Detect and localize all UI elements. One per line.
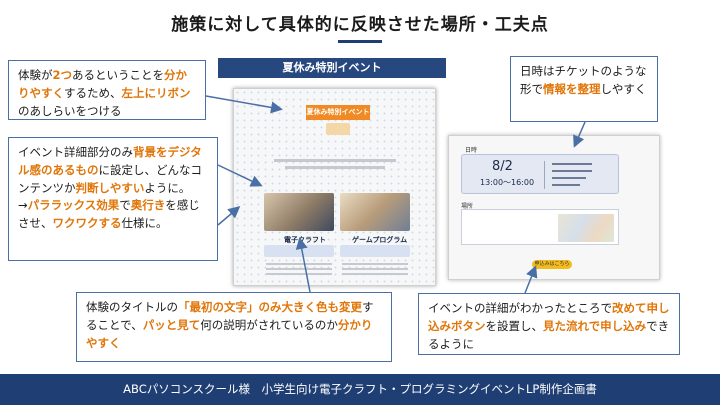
callout-highlight: パララックス効果 bbox=[27, 198, 120, 213]
slide-footer: ABCパソコンスクール様 小学生向け電子クラフト・プログラミングイベントLP制作… bbox=[0, 374, 720, 405]
photo-game-programming bbox=[340, 193, 410, 231]
callout-highlight: 背景をデジタル感のあるもの bbox=[18, 145, 202, 177]
desc-box bbox=[340, 245, 410, 257]
ticket-info-line bbox=[552, 177, 586, 179]
callout-text: 日時はチケットのような形で bbox=[520, 64, 647, 96]
callout-text: 体験が bbox=[18, 68, 53, 82]
text-line bbox=[342, 268, 408, 270]
callout-ribbon: 体験が2つあるということを分かりやすくするため、左上にリボンのあしらいをつける bbox=[8, 60, 206, 120]
ticket-time: 13:00〜16:00 bbox=[480, 178, 535, 187]
place-label: 場所 bbox=[461, 203, 474, 210]
callout-ticket: 日時はチケットのような形で情報を整理しやすく bbox=[510, 56, 658, 122]
callout-highlight: 2つ bbox=[52, 68, 73, 82]
callout-highlight: 左上にリボン bbox=[121, 85, 191, 100]
callout-text: に設定し、どんなコンテンツか bbox=[18, 162, 202, 195]
callout-text: あるということを bbox=[72, 68, 165, 82]
callout-text: ように。 bbox=[144, 180, 191, 195]
text-line bbox=[342, 273, 408, 275]
callout-text: 何の説明がされているのか bbox=[200, 317, 338, 332]
text-line bbox=[266, 263, 332, 265]
callout-text: することで、 bbox=[86, 300, 374, 332]
callout-highlight: 分かりやすく bbox=[86, 317, 373, 350]
caption-electronic-craft: 電子クラフト bbox=[284, 236, 326, 244]
mini-text-line bbox=[285, 166, 385, 169]
event-ribbon: 夏休み特別イベント bbox=[306, 105, 370, 120]
callout-text: イベントの詳細がわかったところで bbox=[428, 301, 612, 315]
callout-apply: イベントの詳細がわかったところで改めて申し込みボタンを設置し、見た流れで申し込み… bbox=[418, 293, 680, 355]
apply-button[interactable]: 申込みはこちら bbox=[532, 260, 572, 269]
callout-highlight: ワクワクする bbox=[52, 216, 122, 231]
ticket-card: 日時 8/2 13:00〜16:00 bbox=[461, 147, 619, 194]
mini-illustration bbox=[326, 123, 350, 135]
callout-text: イベント詳細部分のみ bbox=[18, 145, 133, 159]
ticket-info-line bbox=[552, 163, 592, 165]
ticket-divider bbox=[544, 161, 545, 189]
callout-background: イベント詳細部分のみ背景をデジタル感のあるものに設定し、どんなコンテンツか判断し… bbox=[8, 137, 218, 261]
callout-text: 仕様に。 bbox=[121, 216, 168, 231]
callout-text: で bbox=[119, 198, 131, 213]
callout-text: を感じさせ、 bbox=[18, 198, 200, 231]
callout-highlight: 奥行き bbox=[130, 198, 166, 213]
callout-text: できるように bbox=[428, 318, 670, 351]
callout-highlight: 情報を整理 bbox=[543, 81, 601, 96]
callout-text: するため、 bbox=[64, 85, 122, 100]
mini-text-line bbox=[274, 159, 396, 162]
callout-highlight: パッと見て bbox=[142, 317, 201, 332]
text-line bbox=[266, 268, 332, 270]
ticket-info-line bbox=[552, 170, 592, 172]
ticket-info-line bbox=[552, 184, 580, 186]
ticket-label: 日時 bbox=[465, 147, 478, 154]
text-line bbox=[266, 273, 332, 275]
place-box bbox=[461, 209, 619, 245]
ticket-date: 8/2 bbox=[492, 159, 513, 174]
callout-text: を設置し、 bbox=[485, 318, 544, 333]
callout-text: のあしらいをつける bbox=[18, 103, 122, 118]
callout-highlight: 「最初の文字」のみ大きく色も変更 bbox=[178, 300, 362, 314]
callout-highlight: 分かりやすく bbox=[18, 68, 188, 100]
callout-text: 体験のタイトルの bbox=[86, 300, 178, 314]
callout-highlight: 判断しやすい bbox=[75, 180, 145, 195]
caption-game-programming: ゲームプログラム bbox=[352, 236, 408, 244]
event-lp-mockup-right: 日時 8/2 13:00〜16:00 場所 申込みはこちら bbox=[448, 135, 660, 280]
lp-header-bar: 夏休み特別イベント bbox=[218, 58, 446, 78]
title-underline bbox=[338, 40, 382, 43]
text-line bbox=[342, 263, 408, 265]
callout-highlight: 見た流れで申し込み bbox=[543, 318, 647, 333]
map-thumbnail bbox=[558, 214, 614, 242]
callout-text: → bbox=[18, 198, 28, 213]
photo-electronic-craft bbox=[264, 193, 334, 231]
callout-title-text: 体験のタイトルの「最初の文字」のみ大きく色も変更することで、パッと見て何の説明が… bbox=[76, 292, 392, 362]
slide-title: 施策に対して具体的に反映させた場所・工夫点 bbox=[171, 15, 549, 35]
desc-box bbox=[264, 245, 334, 257]
callout-text: しやすく bbox=[600, 81, 647, 96]
callout-highlight: 改めて申し込みボタン bbox=[428, 301, 670, 333]
event-lp-mockup-left: 夏休み特別イベント 電子クラフト ゲームプログラム bbox=[233, 88, 436, 286]
